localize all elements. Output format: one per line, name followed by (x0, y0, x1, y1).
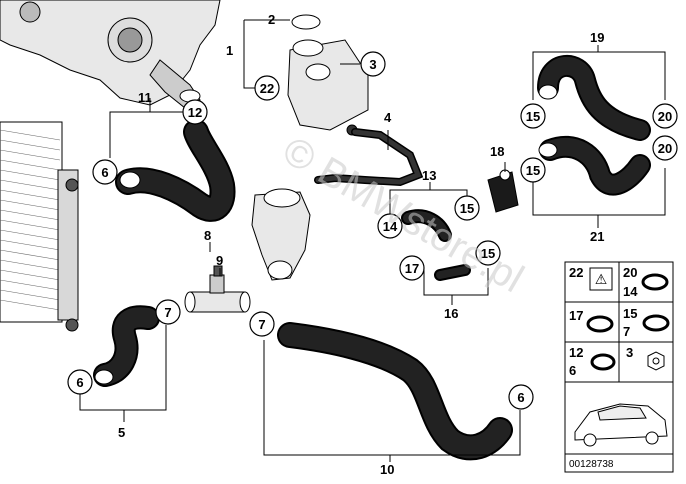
svg-text:⚠: ⚠ (595, 272, 608, 288)
hose-11 (115, 119, 236, 222)
callout-14: 14 (377, 213, 403, 239)
legend-15: 15 (623, 306, 637, 321)
svg-text:15: 15 (526, 109, 540, 124)
svg-text:6: 6 (101, 165, 108, 180)
callout-7a: 7 (155, 299, 181, 325)
svg-text:3: 3 (369, 57, 376, 72)
part-number-18: 18 (490, 144, 504, 159)
part-number-4: 4 (384, 110, 392, 125)
callout-15a: 15 (454, 195, 480, 221)
legend-3: 3 (626, 345, 633, 360)
svg-text:20: 20 (658, 109, 672, 124)
callout-12: 12 (182, 99, 208, 125)
hose-16 (434, 264, 471, 281)
callout-6a: 6 (92, 159, 118, 185)
svg-text:7: 7 (258, 317, 265, 332)
radiator-drawing (0, 121, 79, 332)
car-thumbnail (574, 403, 668, 447)
legend-22: 22 (569, 265, 583, 280)
reference-code: 00128738 (569, 459, 614, 470)
t-piece-8 (184, 265, 251, 313)
hose-4 (314, 128, 424, 187)
part-number-1: 1 (226, 43, 233, 58)
hose-5 (93, 305, 160, 387)
part-number-16: 16 (444, 306, 458, 321)
thermostat-housing-drawing (251, 188, 311, 281)
legend-7: 7 (623, 324, 630, 339)
part-number-10: 10 (380, 462, 394, 477)
svg-text:22: 22 (260, 81, 274, 96)
legend-17: 17 (569, 308, 583, 323)
svg-text:15: 15 (526, 163, 540, 178)
part-number-8: 8 (204, 228, 211, 243)
callout-7b: 7 (249, 311, 275, 337)
part-number-19: 19 (590, 30, 604, 45)
callout-20a: 20 (652, 103, 678, 129)
callout-22: 22 (254, 75, 280, 101)
svg-text:14: 14 (383, 219, 398, 234)
callout-3: 3 (360, 51, 386, 77)
legend-14: 14 (623, 284, 638, 299)
connector-18 (487, 169, 519, 213)
hose-19 (537, 54, 651, 141)
callout-15c: 15 (475, 240, 501, 266)
callout-15b: 15 (520, 103, 546, 129)
legend-6: 6 (569, 363, 576, 378)
callout-20b: 20 (652, 135, 678, 161)
expansion-tank-drawing (287, 14, 369, 136)
hose-10 (277, 322, 513, 461)
part-number-11: 11 (138, 90, 152, 105)
callout-circles: 22 3 12 6 7 6 7 6 14 15 15 17 15 15 20 2… (67, 51, 678, 410)
legend-panel: 22 ⚠ 20 14 17 15 7 12 6 3 00128738 (564, 261, 674, 473)
part-number-21: 21 (590, 229, 604, 244)
svg-text:12: 12 (188, 105, 202, 120)
part-number-13: 13 (422, 168, 436, 183)
svg-text:6: 6 (76, 375, 83, 390)
part-number-2: 2 (268, 12, 275, 27)
callout-6b: 6 (67, 369, 93, 395)
hose-21 (538, 135, 651, 196)
svg-text:7: 7 (164, 305, 171, 320)
svg-text:20: 20 (658, 141, 672, 156)
part-number-9: 9 (216, 253, 223, 268)
svg-text:17: 17 (405, 261, 419, 276)
callout-6c: 6 (508, 384, 534, 410)
svg-text:6: 6 (517, 390, 524, 405)
legend-20: 20 (623, 265, 637, 280)
leader-lines (79, 19, 666, 462)
part-numbers: 1 2 4 5 8 9 10 11 13 16 18 19 21 (118, 12, 604, 477)
svg-text:15: 15 (481, 246, 495, 261)
engine-pump-drawing (0, 0, 221, 109)
part-number-5: 5 (118, 425, 125, 440)
hose-13 (401, 209, 452, 242)
svg-text:15: 15 (460, 201, 474, 216)
legend-12: 12 (569, 345, 583, 360)
callout-17: 17 (399, 255, 425, 281)
callout-15d: 15 (520, 157, 546, 183)
